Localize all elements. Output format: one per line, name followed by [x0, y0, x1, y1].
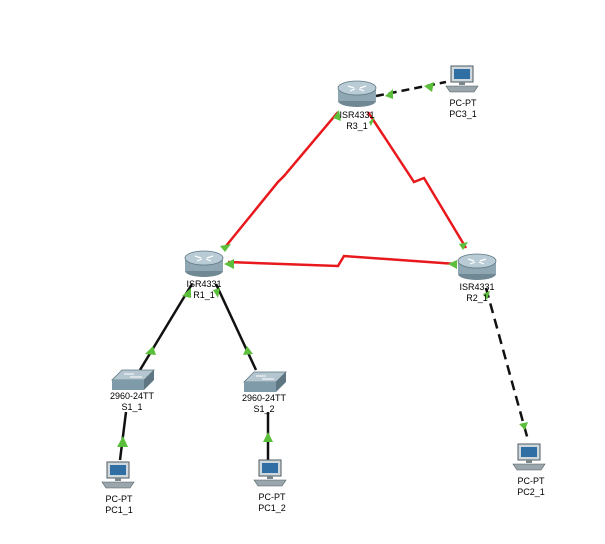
router-r1[interactable]: ISR4331 R1_1 [184, 250, 224, 300]
link-up-indicator [424, 82, 434, 92]
device-model-label: PC-PT [518, 476, 546, 486]
link-up-indicator [263, 432, 273, 442]
pc-pc2-1[interactable]: PC-PT PC2_1 [512, 443, 546, 497]
device-name-label: R3_1 [346, 121, 368, 131]
link-up-indicator [369, 117, 375, 126]
link-up-indicator [333, 110, 341, 121]
link-r3-pc3[interactable] [375, 80, 447, 98]
link-up-indicator [213, 288, 220, 298]
link-r2-pc2-1[interactable] [484, 287, 530, 441]
device-model-label: ISR4331 [459, 282, 494, 292]
link-up-indicator [459, 242, 468, 250]
link-up-indicator [145, 346, 156, 355]
device-name-label: PC1_2 [258, 503, 286, 513]
pc-pc1-1[interactable]: PC-PT PC1_1 [101, 461, 135, 515]
device-model-label: 2960-24TT [110, 391, 155, 401]
device-name-label: PC1_1 [105, 505, 133, 515]
link-up-indicator [220, 244, 231, 252]
device-name-label: PC3_1 [449, 109, 477, 119]
link-up-indicator [519, 422, 528, 430]
device-model-label: ISR4331 [186, 279, 221, 289]
device-name-label: PC2_1 [517, 487, 545, 497]
link-up-indicator [243, 346, 253, 355]
device-name-label: R1_1 [193, 290, 215, 300]
link-r3-r1-serial[interactable] [225, 111, 339, 247]
device-model-label: ISR4331 [339, 110, 374, 120]
link-up-indicator [483, 291, 490, 300]
link-r1-r2-serial[interactable] [227, 254, 457, 268]
device-name-label: R2_1 [466, 293, 488, 303]
links [118, 80, 530, 461]
device-model-label: PC-PT [106, 494, 134, 504]
device-model-label: PC-PT [259, 492, 287, 502]
pc-pc3-1[interactable]: PC-PT PC3_1 [445, 65, 479, 119]
link-up-indicator [224, 259, 234, 269]
pc-pc1-2[interactable]: PC-PT PC1_2 [253, 459, 287, 513]
device-name-label: S1_2 [253, 404, 274, 414]
link-up-indicator [385, 89, 393, 99]
device-model-label: 2960-24TT [242, 393, 287, 403]
router-r3[interactable]: ISR4331 R3_1 [337, 80, 377, 131]
switch-s1-2[interactable]: 2960-24TT S1_2 [242, 371, 287, 414]
device-model-label: PC-PT [450, 98, 478, 108]
link-up-indicator [182, 288, 191, 298]
switch-s1-1[interactable]: 2960-24TT S1_1 [110, 369, 155, 412]
router-r2[interactable]: ISR4331 R2_1 [457, 253, 497, 303]
link-status-indicators [117, 82, 528, 447]
link-r3-r2-serial[interactable] [366, 111, 468, 249]
device-name-label: S1_1 [121, 402, 142, 412]
link-up-indicator [117, 436, 128, 447]
link-r1-s1-1[interactable] [138, 283, 194, 371]
link-up-indicator [448, 260, 457, 269]
link-r1-s1-2[interactable] [214, 283, 258, 371]
